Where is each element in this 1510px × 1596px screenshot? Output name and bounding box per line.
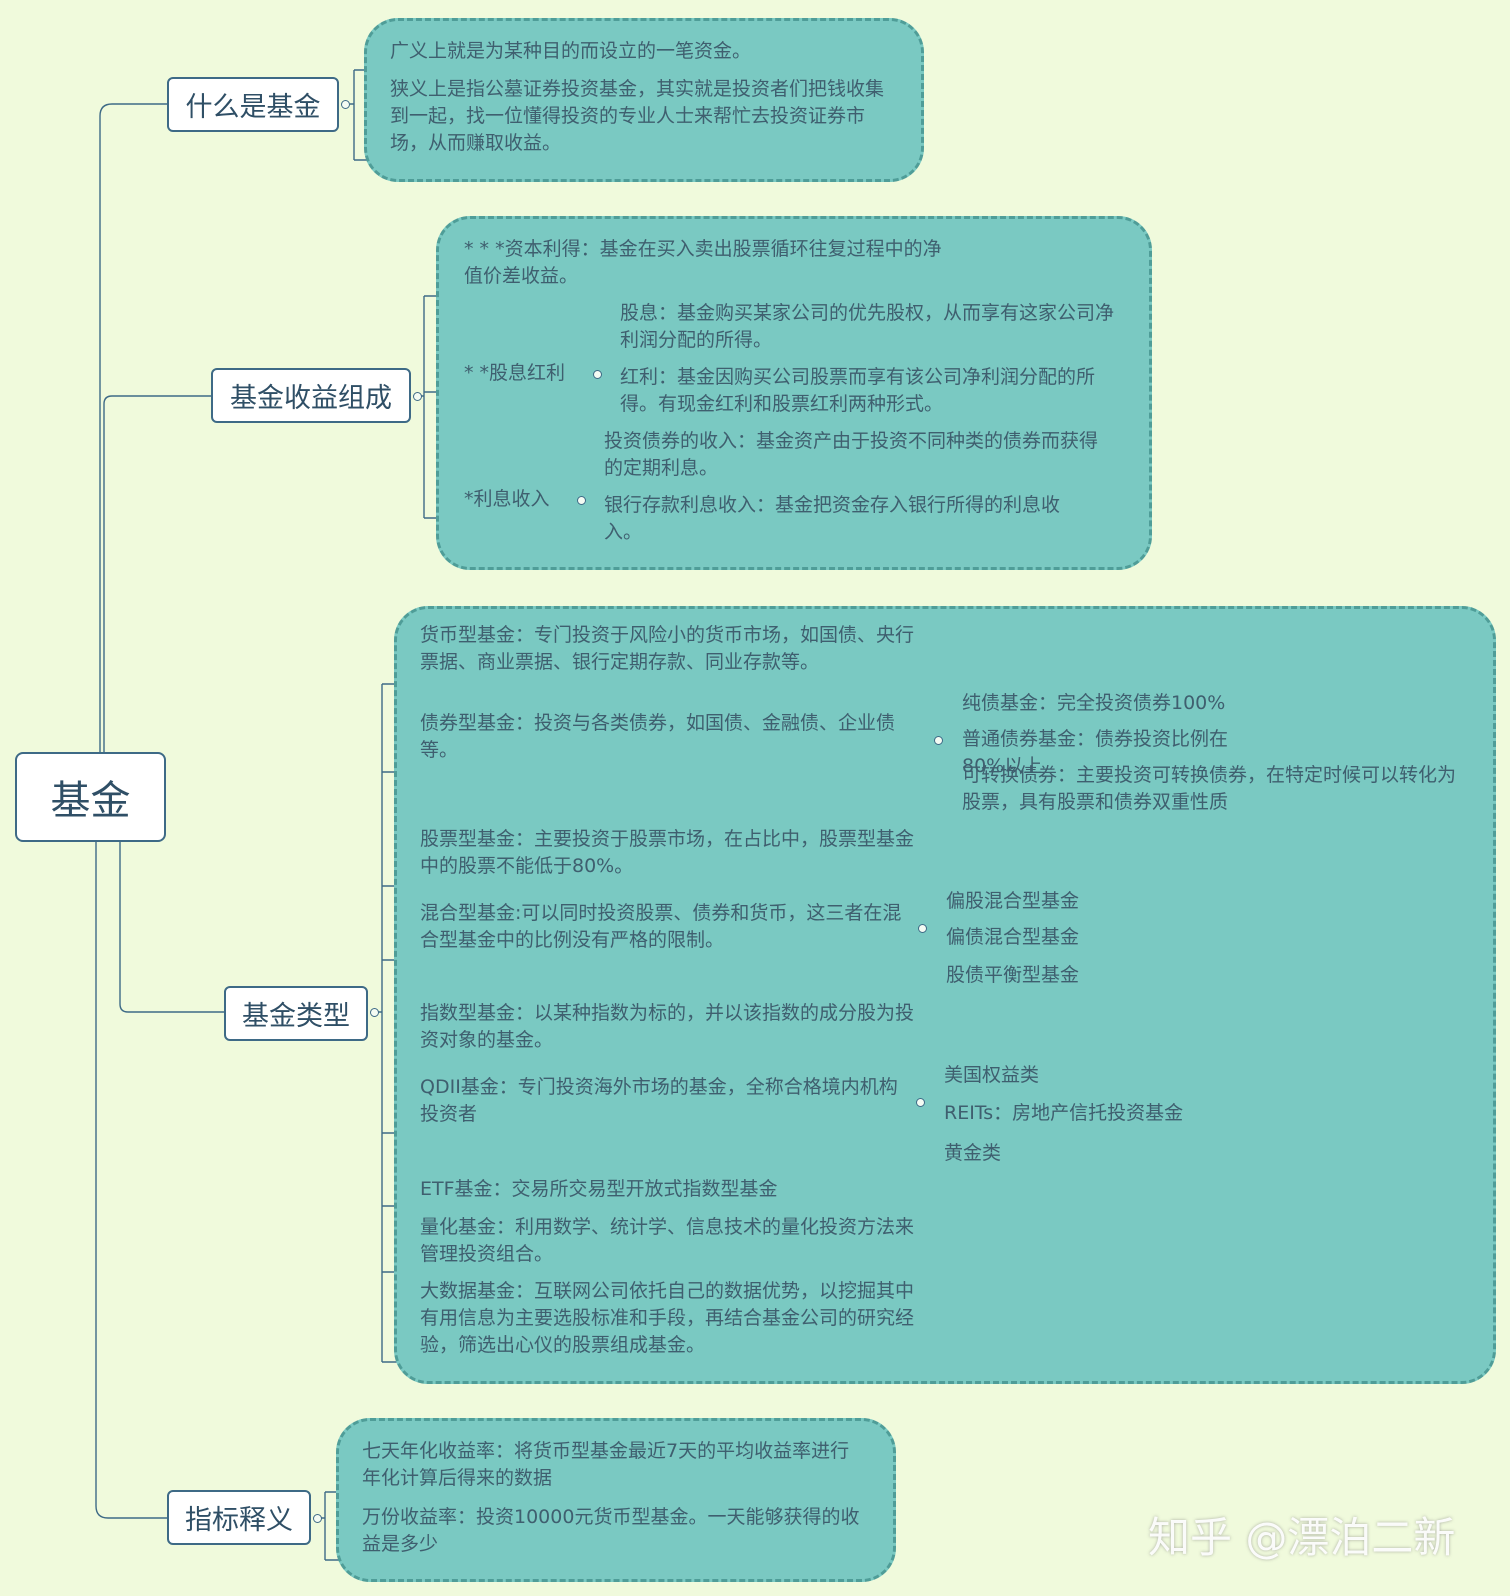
type-quant: 量化基金：利用数学、统计学、信息技术的量化投资方法来管理投资组合。 [420,1216,915,1265]
collapse-knob[interactable] [413,392,422,401]
topic-what-is-fund[interactable]: 什么是基金 [167,77,339,132]
what-broad: 广义上就是为某种目的而设立的一笔资金。 [390,40,752,62]
metric-seven-day-yield: 七天年化收益率：将货币型基金最近7天的平均收益率进行年化计算后得来的数据 [362,1440,850,1489]
metrics-cloud [336,1418,896,1582]
income-dividend-stock: 股息：基金购买某家公司的优先股权，从而享有这家公司净利润分配的所得。 [620,302,1115,351]
type-qdii: QDII基金：专门投资海外市场的基金，全称合格境内机构投资者 [420,1076,898,1125]
collapse-knob[interactable] [577,496,586,505]
type-etf: ETF基金：交易所交易型开放式指数型基金 [420,1178,778,1200]
type-qdii-gold: 黄金类 [944,1142,1002,1164]
collapse-knob[interactable] [370,1008,379,1017]
collapse-knob[interactable] [313,1514,322,1523]
what-narrow: 狭义上是指公墓证券投资基金，其实就是投资者们把钱收集到一起，找一位懂得投资的专业… [390,78,885,154]
topic-income[interactable]: 基金收益组成 [211,368,411,423]
income-dividend-bonus: 红利：基金因购买公司股票而享有该公司净利润分配的所得。有现金红利和股票红利两种形… [620,366,1096,415]
type-mixed: 混合型基金:可以同时投资股票、债券和货币，这三者在混合型基金中的比例没有严格的限… [420,902,902,951]
type-bond: 债券型基金：投资与各类债券，如国债、金融债、企业债等。 [420,712,896,761]
type-qdii-us-equity: 美国权益类 [944,1064,1040,1086]
collapse-knob[interactable] [593,370,602,379]
income-interest-label: *利息收入 [464,488,550,510]
collapse-knob[interactable] [918,924,927,933]
type-mixed-equity: 偏股混合型基金 [946,890,1080,912]
collapse-knob[interactable] [341,100,350,109]
income-cloud [436,216,1152,570]
type-mixed-balanced: 股债平衡型基金 [946,964,1080,986]
type-bond-pure: 纯债基金：完全投资债券100% [962,692,1226,714]
collapse-knob[interactable] [916,1098,925,1107]
income-capital-gain: * * *资本利得：基金在买入卖出股票循环往复过程中的净值价差收益。 [464,238,942,287]
what-cloud [364,18,924,182]
income-dividend-label: * *股息红利 [464,362,566,384]
type-money: 货币型基金：专门投资于风险小的货币市场，如国债、央行票据、商业票据、银行定期存款… [420,624,915,673]
type-bond-convertible: 可转换债券：主要投资可转换债券，在特定时候可以转化为股票，具有股票和债券双重性质 [962,764,1457,813]
root-node[interactable]: 基金 [15,752,166,842]
type-bond-normal: 普通债券基金：债券投资比例在80%以上 [962,728,1229,777]
types-cloud [394,606,1496,1384]
income-interest-bond: 投资债券的收入：基金资产由于投资不同种类的债券而获得的定期利息。 [604,430,1099,479]
watermark: 知乎 @漂泊二新 [1148,1513,1456,1562]
collapse-knob[interactable] [934,736,943,745]
type-index: 指数型基金：以某种指数为标的，并以该指数的成分股为投资对象的基金。 [420,1002,915,1051]
topic-fund-types[interactable]: 基金类型 [224,986,368,1041]
type-qdii-reits: REITs：房地产信托投资基金 [944,1102,1184,1124]
type-stock: 股票型基金：主要投资于股票市场，在占比中，股票型基金中的股票不能低于80%。 [420,828,915,877]
income-interest-bank: 银行存款利息收入：基金把资金存入银行所得的利息收入。 [604,494,1061,543]
topic-metrics[interactable]: 指标释义 [167,1490,311,1545]
type-bigdata: 大数据基金：互联网公司依托自己的数据优势，以挖掘其中有用信息为主要选股标准和手段… [420,1280,915,1356]
type-mixed-bond: 偏债混合型基金 [946,926,1080,948]
metric-per-10k-yield: 万份收益率：投资10000元货币型基金。一天能够获得的收益是多少 [362,1506,860,1555]
